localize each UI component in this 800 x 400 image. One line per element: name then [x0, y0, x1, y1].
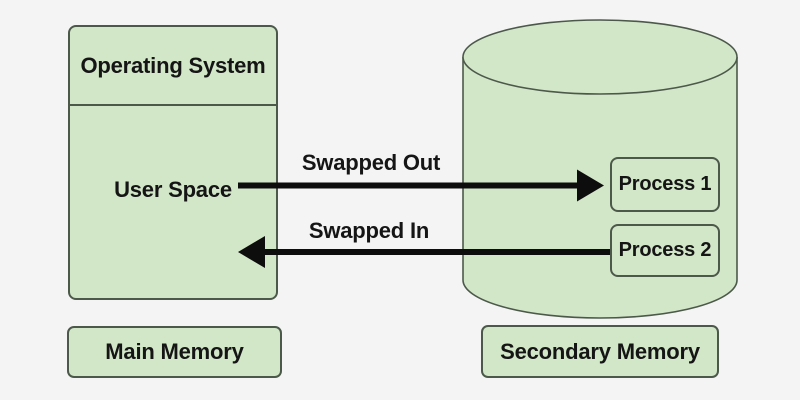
swapped-in-arrowhead — [238, 236, 265, 268]
swapped-in-label-wrap: Swapped In — [259, 218, 479, 244]
swapped-out-arrowhead — [577, 169, 604, 202]
process-1-box: Process 1 — [610, 157, 720, 212]
process-2-box: Process 2 — [610, 224, 720, 277]
secondary-memory-caption-box: Secondary Memory — [481, 325, 719, 378]
process-1-label: Process 1 — [618, 173, 712, 195]
secondary-memory-caption: Secondary Memory — [500, 338, 700, 364]
os-user-divider — [70, 104, 276, 106]
user-space-section: User Space — [70, 177, 276, 203]
cylinder-top-ellipse — [462, 19, 738, 95]
main-memory-caption-box: Main Memory — [67, 326, 282, 378]
swapped-in-label: Swapped In — [308, 218, 430, 243]
swapped-in-arrow — [238, 236, 610, 268]
swapped-out-arrow — [238, 169, 604, 202]
swapped-out-label: Swapped Out — [301, 150, 441, 175]
operating-system-label: Operating System — [80, 52, 266, 78]
swapped-out-label-wrap: Swapped Out — [261, 150, 481, 176]
main-memory-box: Operating System User Space — [68, 25, 278, 300]
process-2-label: Process 2 — [618, 239, 712, 261]
main-memory-caption: Main Memory — [105, 339, 244, 364]
os-section: Operating System — [70, 27, 276, 104]
user-space-label: User Space — [114, 177, 232, 202]
